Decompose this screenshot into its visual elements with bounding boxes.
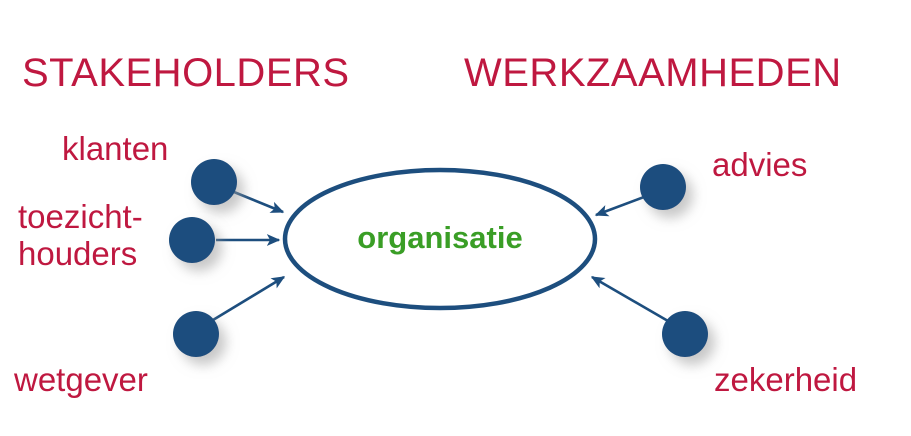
center-node-label: organisatie [357,220,523,255]
node-circle-wetgever[interactable] [173,311,219,357]
center-ellipse [282,167,598,311]
node-circle-zekerheid[interactable] [662,311,708,357]
arrow-wetgever-to-organisatie [212,275,286,322]
node-label-klanten: klanten [62,130,169,167]
node-label-zekerheid: zekerheid [714,361,858,398]
arrow-advies-to-organisatie [594,195,645,217]
node-label-toezichthouders-line1: toezicht- [18,198,143,235]
arrow-zekerheid-to-organisatie [590,275,669,323]
node-label-toezichthouders: toezicht-houders [18,198,143,273]
heading-stakeholders: STAKEHOLDERS [22,51,350,95]
node-label-wetgever: wetgever [14,361,148,398]
node-circle-advies[interactable] [640,164,686,210]
heading-werkzaamheden: WERKZAAMHEDEN [464,51,842,95]
node-circle-klanten[interactable] [191,159,237,205]
node-label-toezichthouders-line2: houders [18,235,138,273]
node-label-advies: advies [712,146,808,183]
arrow-klanten-to-organisatie [233,190,285,214]
node-circle-toezichthouders[interactable] [169,217,215,263]
